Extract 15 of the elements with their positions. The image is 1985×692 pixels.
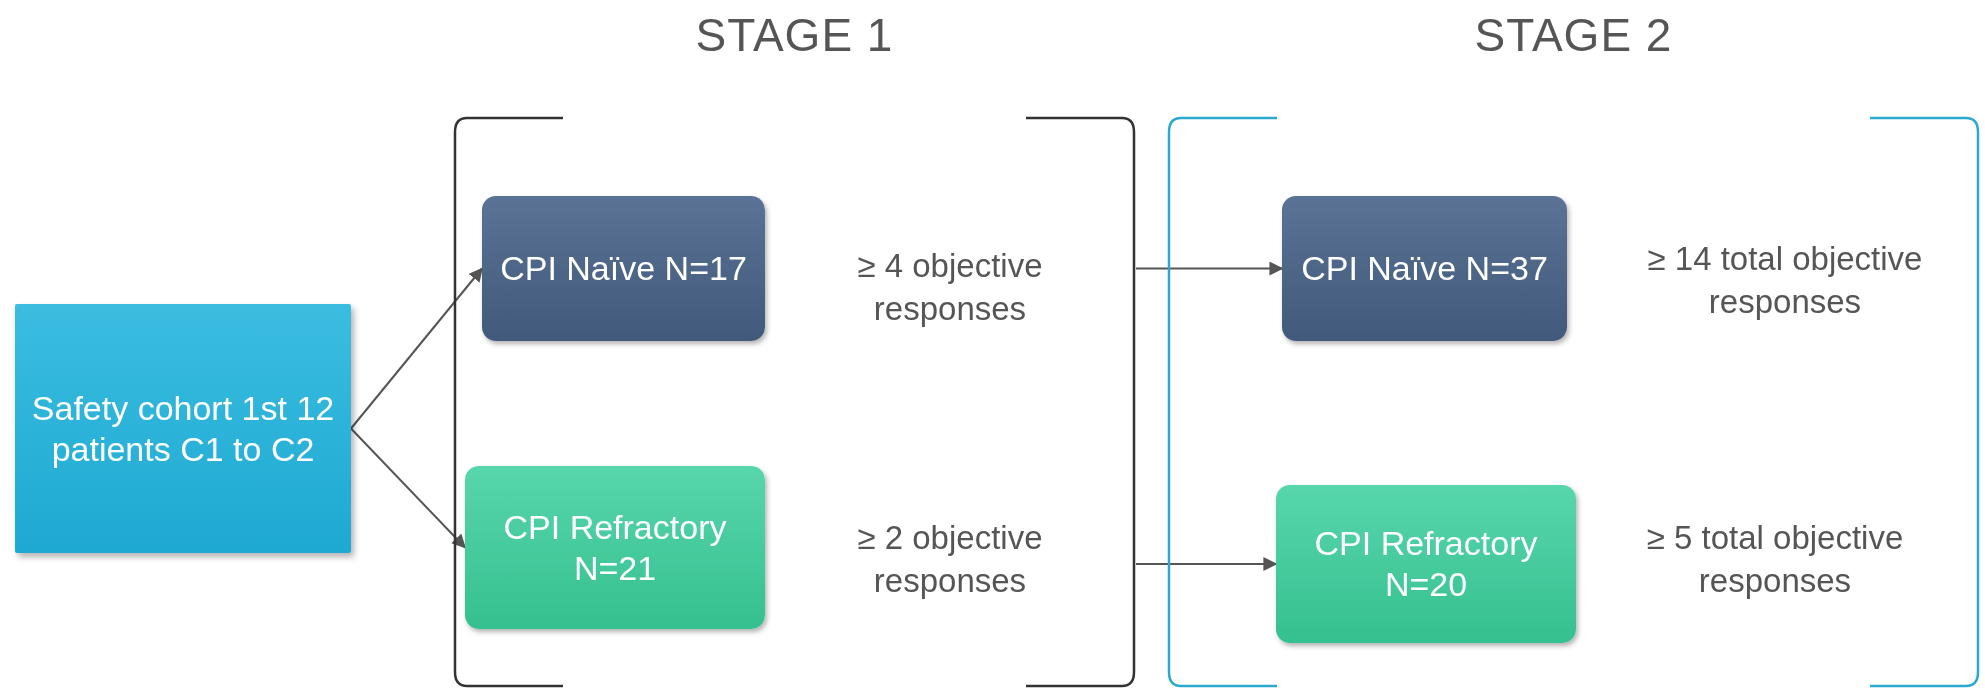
response-note: ≥ 4 objective responses [856,246,1044,329]
stage-title: STAGE 1 [695,8,894,62]
arrow [1135,261,1284,276]
response-note: ≥ 14 total objective responses [1646,239,1924,322]
arm-box: CPI Refractory N=21 [465,466,765,629]
arrow [350,427,466,549]
response-note: ≥ 2 objective responses [856,518,1044,601]
stage-title: STAGE 2 [1474,8,1673,62]
arm-box: CPI Naïve N=17 [482,196,765,341]
cohort-box: Safety cohort 1st 12 patients C1 to C2 [15,304,351,553]
arrow [350,267,483,430]
arm-box: CPI Refractory N=20 [1276,485,1576,643]
response-note: ≥ 5 total objective responses [1645,518,1905,601]
arm-box: CPI Naïve N=37 [1282,196,1567,341]
arrow [1135,557,1278,571]
